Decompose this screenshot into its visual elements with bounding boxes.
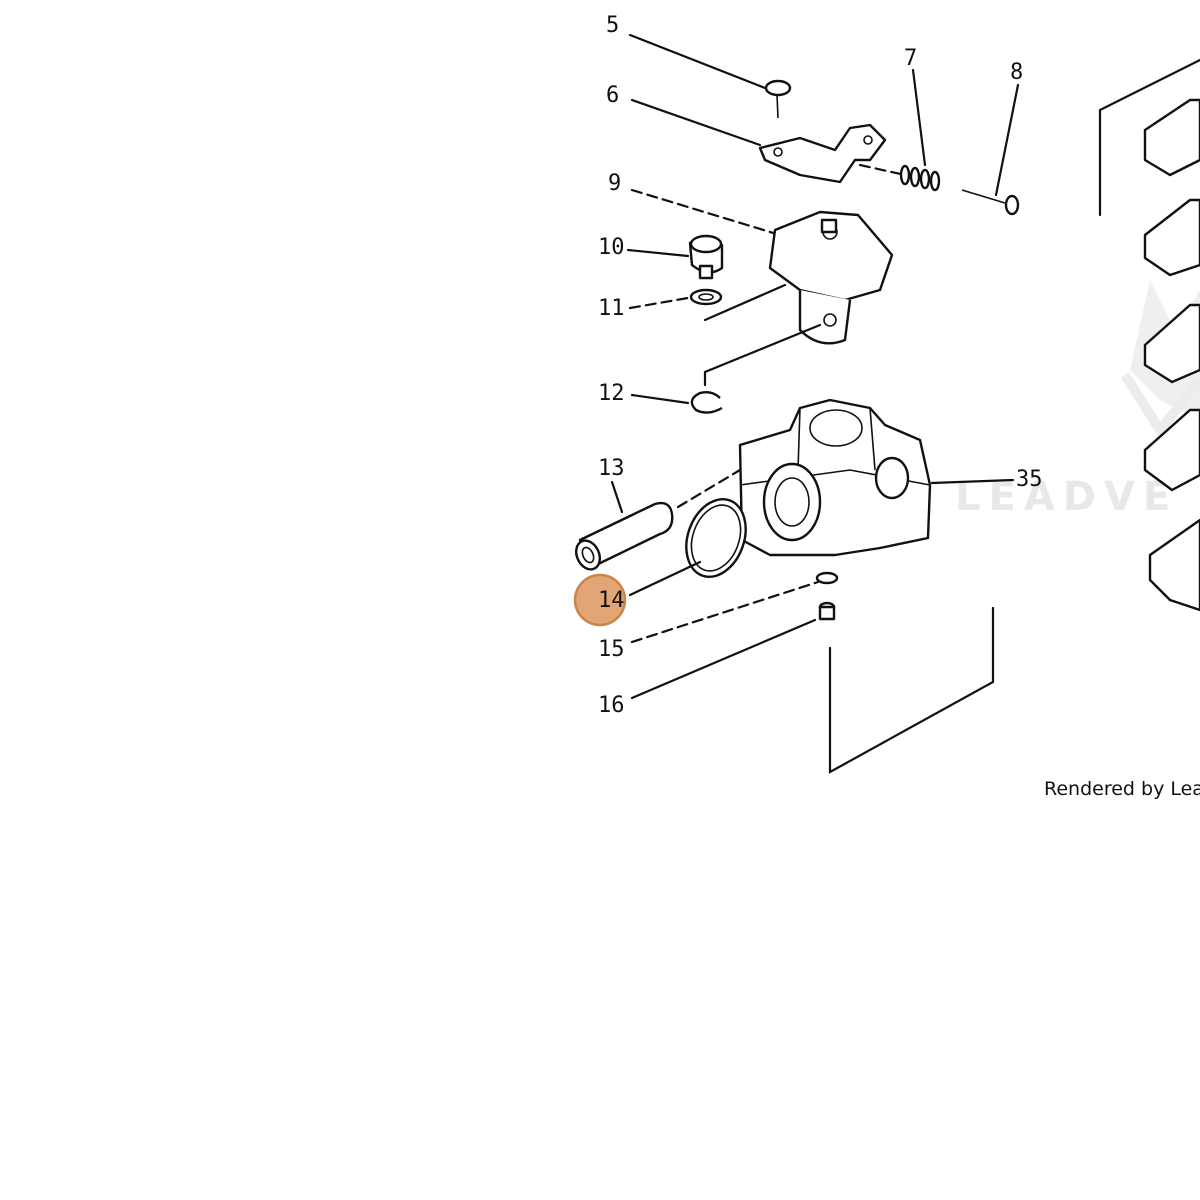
part-8-screw: 8 (961, 60, 1023, 216)
callout-5: 5 (606, 13, 619, 38)
highlighted-callout-14[interactable]: 14 (573, 573, 627, 627)
credit-text: Rendered by LeadV (1044, 778, 1200, 800)
callout-10: 10 (598, 235, 625, 260)
part-7-spring: 7 (858, 46, 941, 192)
carburetor-stack-partial (1098, 58, 1200, 612)
part-35-carburetor-body: 35 (738, 398, 1043, 557)
callout-9: 9 (608, 171, 621, 196)
part-6-bracket: 6 (606, 83, 887, 184)
callout-12: 12 (598, 381, 625, 406)
part-10-cap: 10 (598, 234, 724, 280)
callout-6: 6 (606, 83, 619, 108)
callout-11: 11 (598, 296, 625, 321)
part-5-screw: 5 (606, 13, 792, 119)
assembly-bracket-line (828, 606, 995, 774)
part-16-plug: 16 (598, 601, 836, 718)
callout-15: 15 (598, 637, 625, 662)
callout-7: 7 (904, 46, 917, 71)
part-12-clip: 12 (598, 323, 822, 414)
part-11-washer: 11 (598, 283, 787, 322)
callout-14: 14 (598, 588, 625, 613)
callout-8: 8 (1010, 60, 1023, 85)
part-14-gasket (628, 468, 747, 597)
callout-16: 16 (598, 693, 625, 718)
part-9-throttle-assembly: 9 (608, 171, 894, 345)
callout-13: 13 (598, 456, 625, 481)
part-15-washer: 15 (598, 571, 839, 662)
part-13-pipe: 13 (574, 456, 674, 571)
callout-35: 35 (1016, 467, 1043, 492)
